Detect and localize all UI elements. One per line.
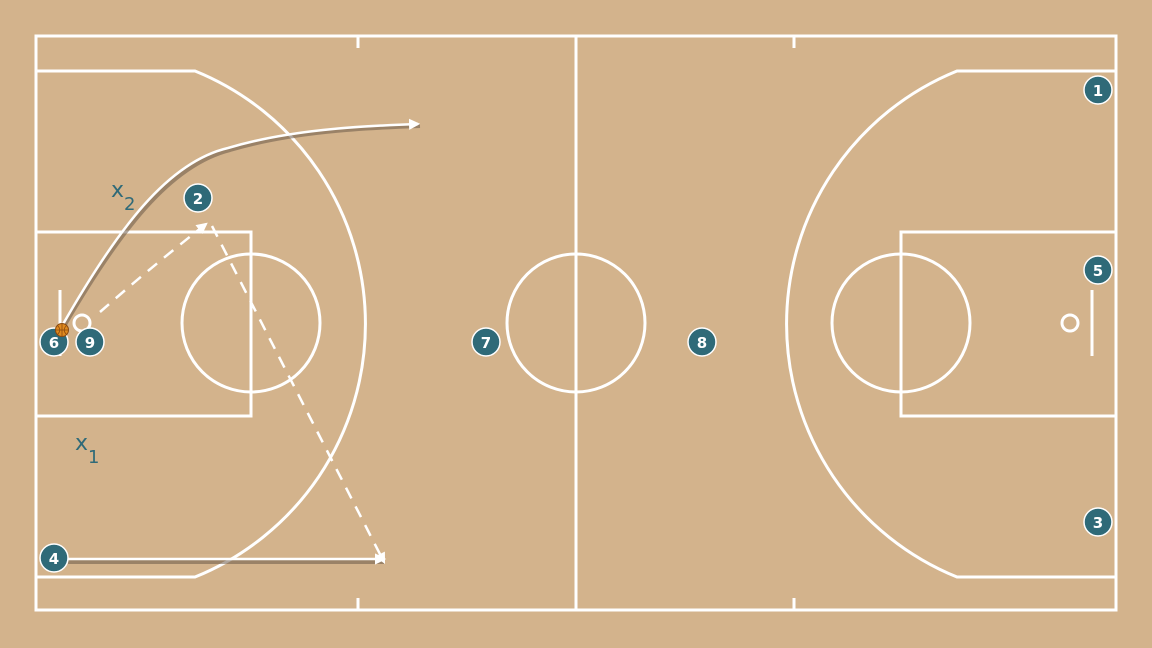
pass-arrow-9-to-2 — [99, 222, 208, 313]
player-number: 6 — [49, 334, 59, 352]
play-actions — [60, 118, 421, 565]
paint-left — [34, 230, 253, 418]
three-point-line-right — [785, 69, 1116, 579]
player-number: 9 — [85, 334, 95, 352]
player-number: 5 — [1093, 262, 1103, 280]
player-3: 3 — [1083, 507, 1113, 537]
hoop-right — [1060, 313, 1080, 333]
player-number: 1 — [1093, 82, 1103, 100]
paint-right — [899, 230, 1118, 418]
player-number: 7 — [481, 334, 491, 352]
player-5: 5 — [1083, 255, 1113, 285]
basketball-icon — [55, 323, 69, 337]
center-circle — [505, 252, 647, 394]
free-throw-circle-right — [830, 252, 972, 394]
players: 1 2 3 4 5 6 7 8 — [39, 75, 1113, 573]
defender-x1: x1 — [75, 431, 99, 468]
player-8: 8 — [687, 327, 717, 357]
court-lines — [34, 34, 1118, 612]
cut-shadow — [61, 124, 421, 330]
player-7: 7 — [471, 327, 501, 357]
player-9: 9 — [75, 327, 105, 357]
cut-arrow-player-6 — [60, 118, 421, 327]
player-2: 2 — [183, 183, 213, 213]
player-number: 3 — [1093, 514, 1103, 532]
three-point-line-left — [36, 69, 367, 579]
player-number: 4 — [49, 550, 59, 568]
player-number: 2 — [193, 190, 203, 208]
player-4: 4 — [39, 543, 69, 573]
player-1: 1 — [1083, 75, 1113, 105]
player-number: 8 — [697, 334, 707, 352]
defender-x2: x2 — [111, 178, 135, 215]
free-throw-circle-left — [180, 252, 322, 394]
defenders: x2 x1 — [75, 178, 135, 468]
